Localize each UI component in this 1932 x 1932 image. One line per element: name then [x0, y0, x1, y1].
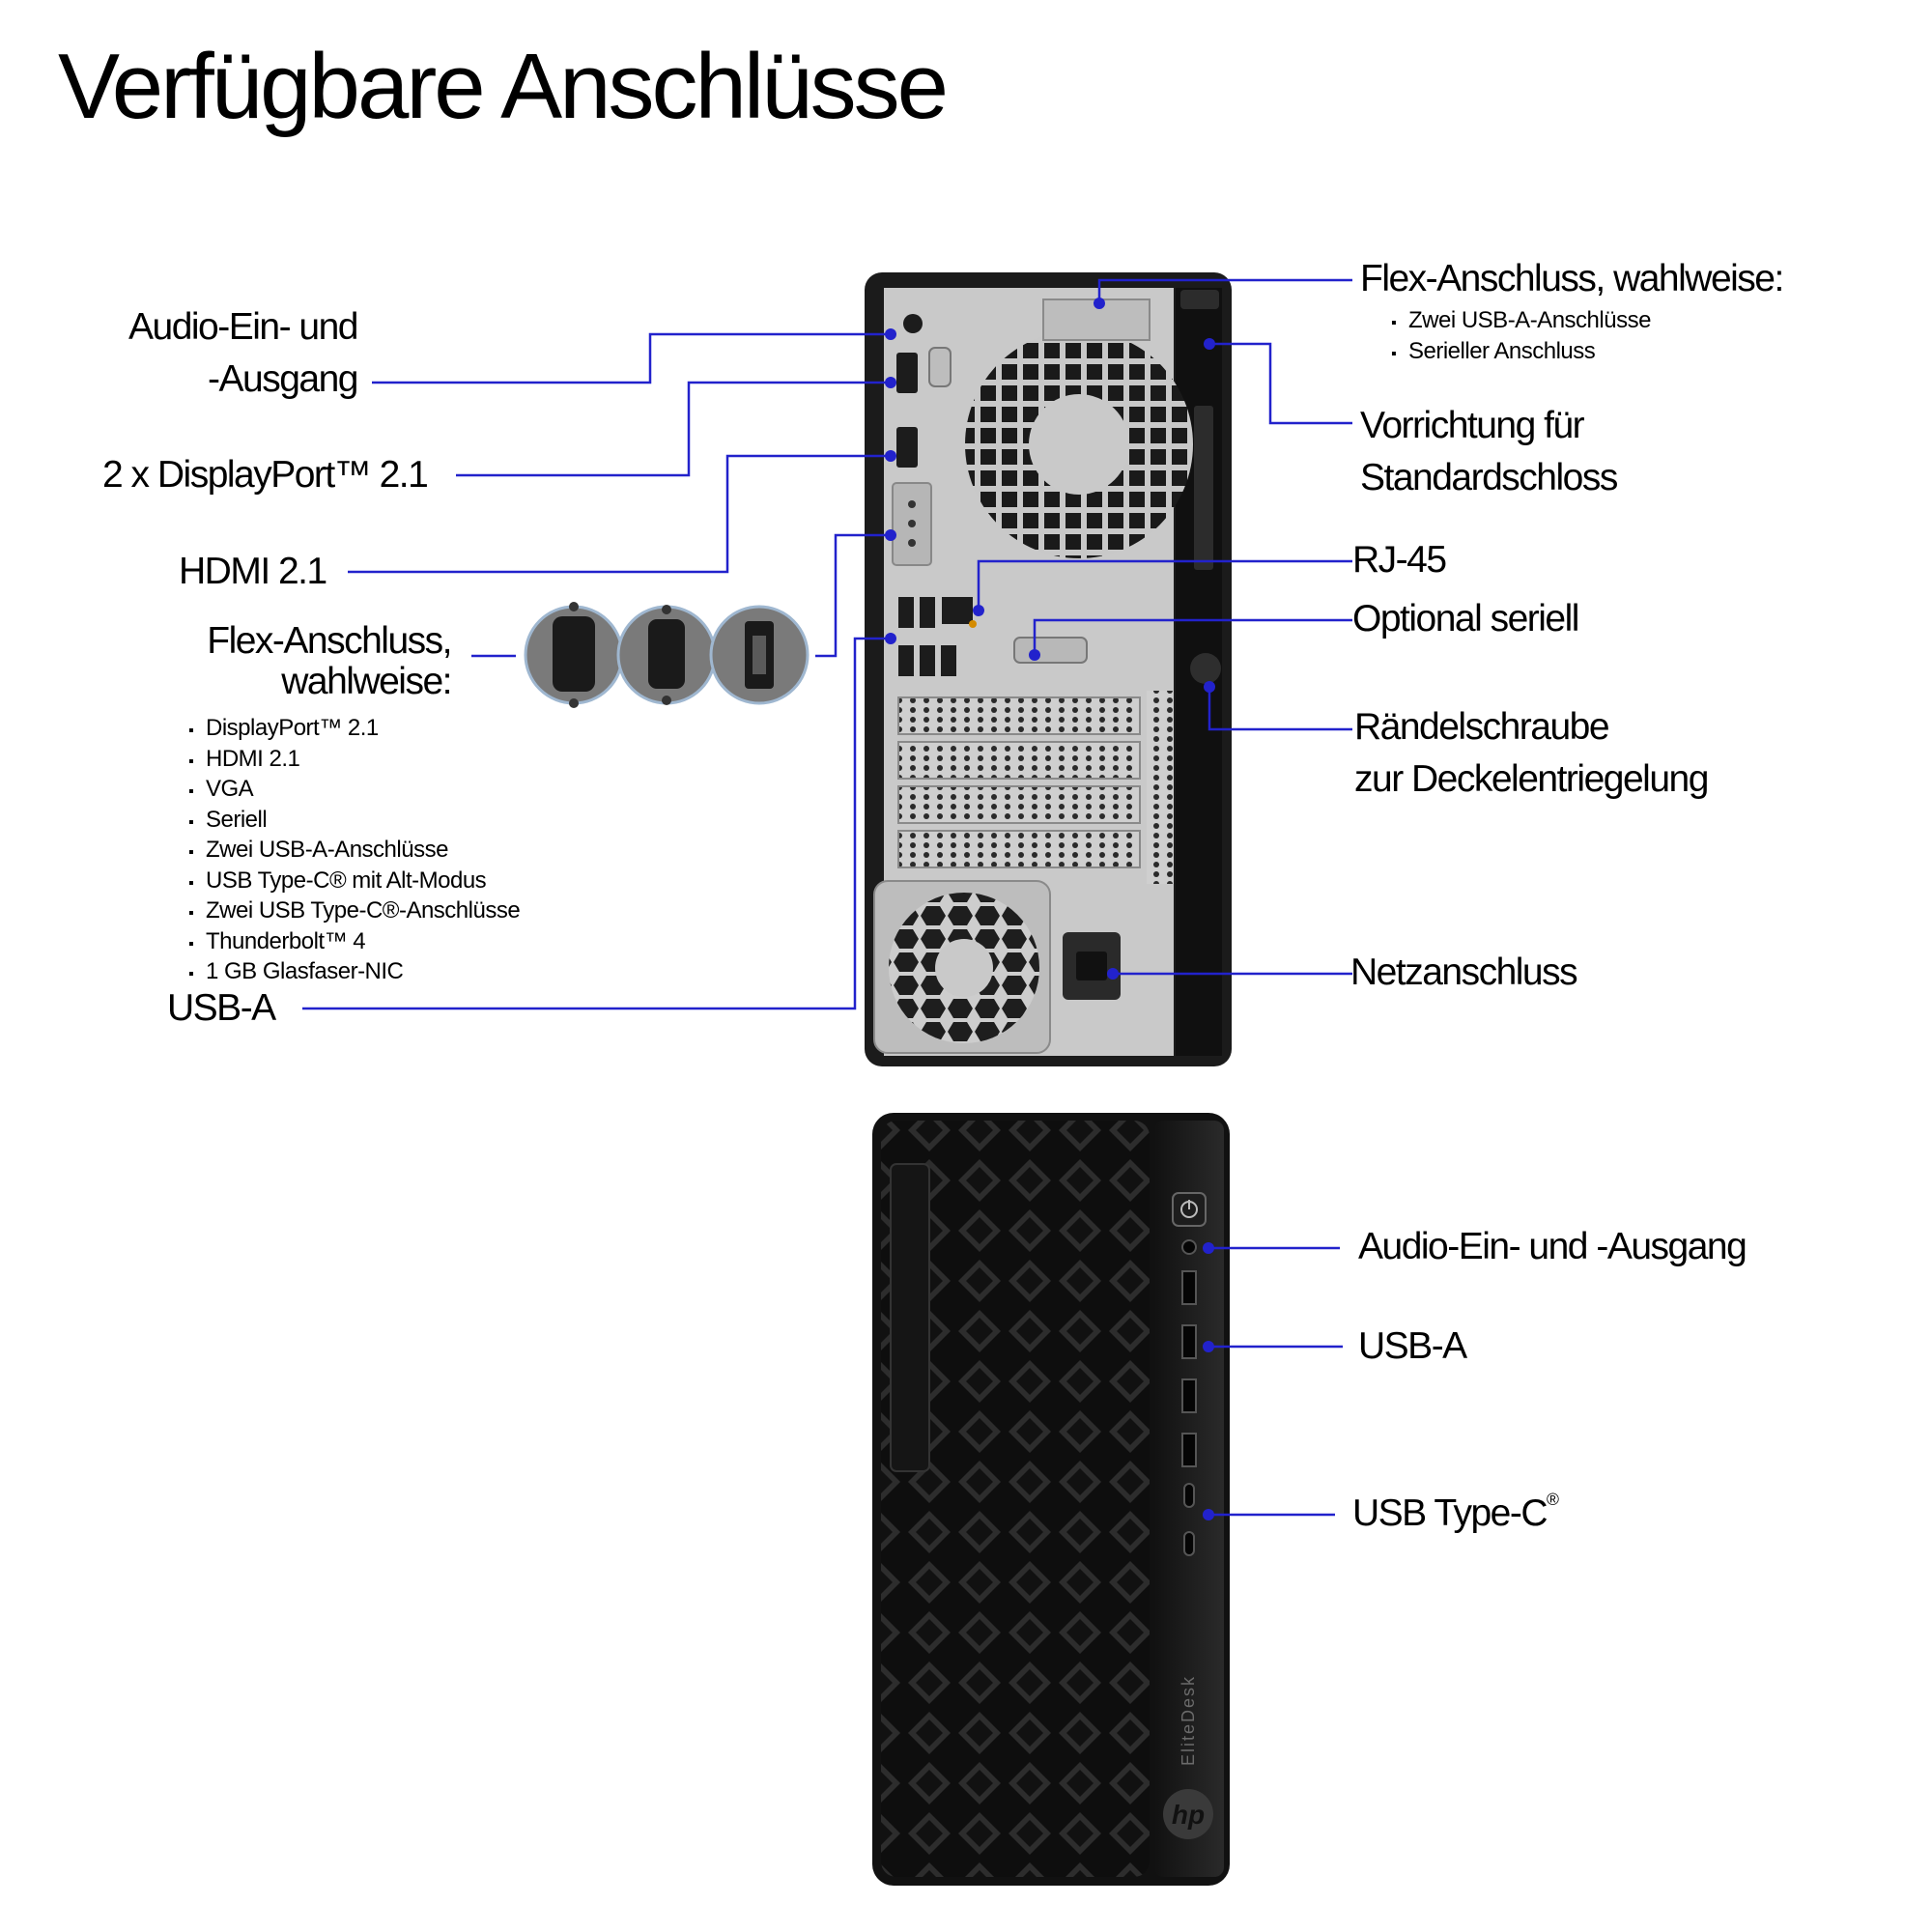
flex-right-option: Serieller Anschluss — [1391, 338, 1651, 369]
label-displayport: 2 x DisplayPort™ 2.1 — [102, 454, 429, 496]
usb-a-rear-2 — [920, 597, 935, 628]
front-view: EliteDesk hp — [872, 1113, 1230, 1886]
label-serial-optional: Optional seriell — [1352, 598, 1579, 639]
label-flex-left: Flex-Anschluss, wahlweise: — [207, 620, 452, 702]
displayport-1 — [896, 353, 918, 393]
brand-vertical: EliteDesk — [1179, 1675, 1198, 1766]
leader-dots — [885, 298, 1215, 1520]
hp-logo-text: hp — [1172, 1800, 1205, 1830]
label-lock-line1: Vorrichtung für — [1360, 405, 1585, 446]
flex-port-zoom — [524, 602, 810, 708]
leader-lines — [302, 278, 1352, 1517]
hp-logo-icon: hp — [1163, 1789, 1213, 1839]
thumbscrew — [1190, 653, 1221, 684]
flex-left-option: DisplayPort™ 2.1 — [188, 715, 520, 746]
usb-a-rear-3 — [898, 645, 914, 676]
label-flex-left-line1: Flex-Anschluss, — [207, 620, 452, 662]
audio-jack-front — [1181, 1239, 1197, 1255]
label-power: Netzanschluss — [1350, 952, 1578, 993]
label-flex-right: Flex-Anschluss, wahlweise: — [1360, 258, 1784, 299]
label-thumbscrew-line1: Rändelschraube — [1354, 706, 1610, 748]
usb-a-rear-5 — [941, 645, 956, 676]
flex-left-option: Zwei USB-A-Anschlüsse — [188, 837, 520, 867]
usb-a-rear-4 — [920, 645, 935, 676]
label-usb-a-rear: USB-A — [167, 987, 276, 1029]
label-thumbscrew: Rändelschraube zur Deckelentriegelung — [1354, 701, 1709, 806]
flex-right-option: Zwei USB-A-Anschlüsse — [1391, 307, 1651, 338]
power-button-icon — [1172, 1192, 1207, 1227]
flex-left-option: VGA — [188, 776, 520, 807]
page-title: Verfügbare Anschlüsse — [58, 35, 949, 138]
expansion-slots — [897, 696, 1141, 868]
label-audio-rear-line2: -Ausgang — [208, 358, 358, 400]
front-grille — [881, 1121, 1150, 1877]
vga-port-icon — [553, 602, 595, 708]
usb-a-rear-1 — [898, 597, 914, 628]
rj45-port — [942, 597, 973, 624]
serial-port-cover — [1013, 637, 1088, 664]
label-audio-rear: Audio-Ein- und -Ausgang — [128, 301, 359, 406]
flex-left-option: USB Type-C® mit Alt-Modus — [188, 867, 520, 898]
label-usb-a-front: USB-A — [1358, 1325, 1467, 1367]
label-audio-rear-line1: Audio-Ein- und — [128, 306, 359, 348]
rear-view — [865, 272, 1232, 1066]
label-lock-line2: Standardschloss — [1360, 457, 1618, 498]
label-rj45: RJ-45 — [1352, 539, 1447, 581]
displayport-2 — [896, 427, 918, 468]
label-flex-left-line2: wahlweise: — [281, 661, 452, 702]
optical-drive — [890, 1163, 930, 1472]
label-hdmi: HDMI 2.1 — [179, 551, 327, 592]
usb-a-front-4 — [1181, 1433, 1197, 1467]
flex-left-option: Seriell — [188, 807, 520, 838]
hdmi-port-icon — [745, 621, 774, 689]
flex-right-options: Zwei USB-A-Anschlüsse Serieller Anschlus… — [1391, 307, 1651, 368]
label-usb-c-front: USB Type-C® — [1352, 1488, 1559, 1540]
flex-left-option: 1 GB Glasfaser-NIC — [188, 958, 520, 989]
flex-left-option: HDMI 2.1 — [188, 746, 520, 777]
audio-jack-rear — [903, 314, 923, 333]
usb-c-front-1 — [1183, 1483, 1195, 1508]
usb-c-front-2 — [1183, 1531, 1195, 1556]
label-audio-front: Audio-Ein- und -Ausgang — [1358, 1226, 1747, 1267]
registered-mark: ® — [1547, 1490, 1559, 1509]
serial-port-icon — [648, 605, 685, 705]
label-thumbscrew-line2: zur Deckelentriegelung — [1354, 758, 1709, 800]
label-lock: Vorrichtung für Standardschloss — [1360, 400, 1618, 504]
flex-left-options: DisplayPort™ 2.1 HDMI 2.1 VGA Seriell Zw… — [188, 715, 521, 989]
usb-a-front-1 — [1181, 1270, 1197, 1305]
label-usb-c-text: USB Type-C — [1352, 1492, 1548, 1534]
flex-left-option: Thunderbolt™ 4 — [188, 928, 520, 959]
flex-left-option: Zwei USB Type-C®-Anschlüsse — [188, 897, 521, 928]
usb-a-front-3 — [1181, 1378, 1197, 1413]
usb-a-front-2 — [1181, 1324, 1197, 1359]
